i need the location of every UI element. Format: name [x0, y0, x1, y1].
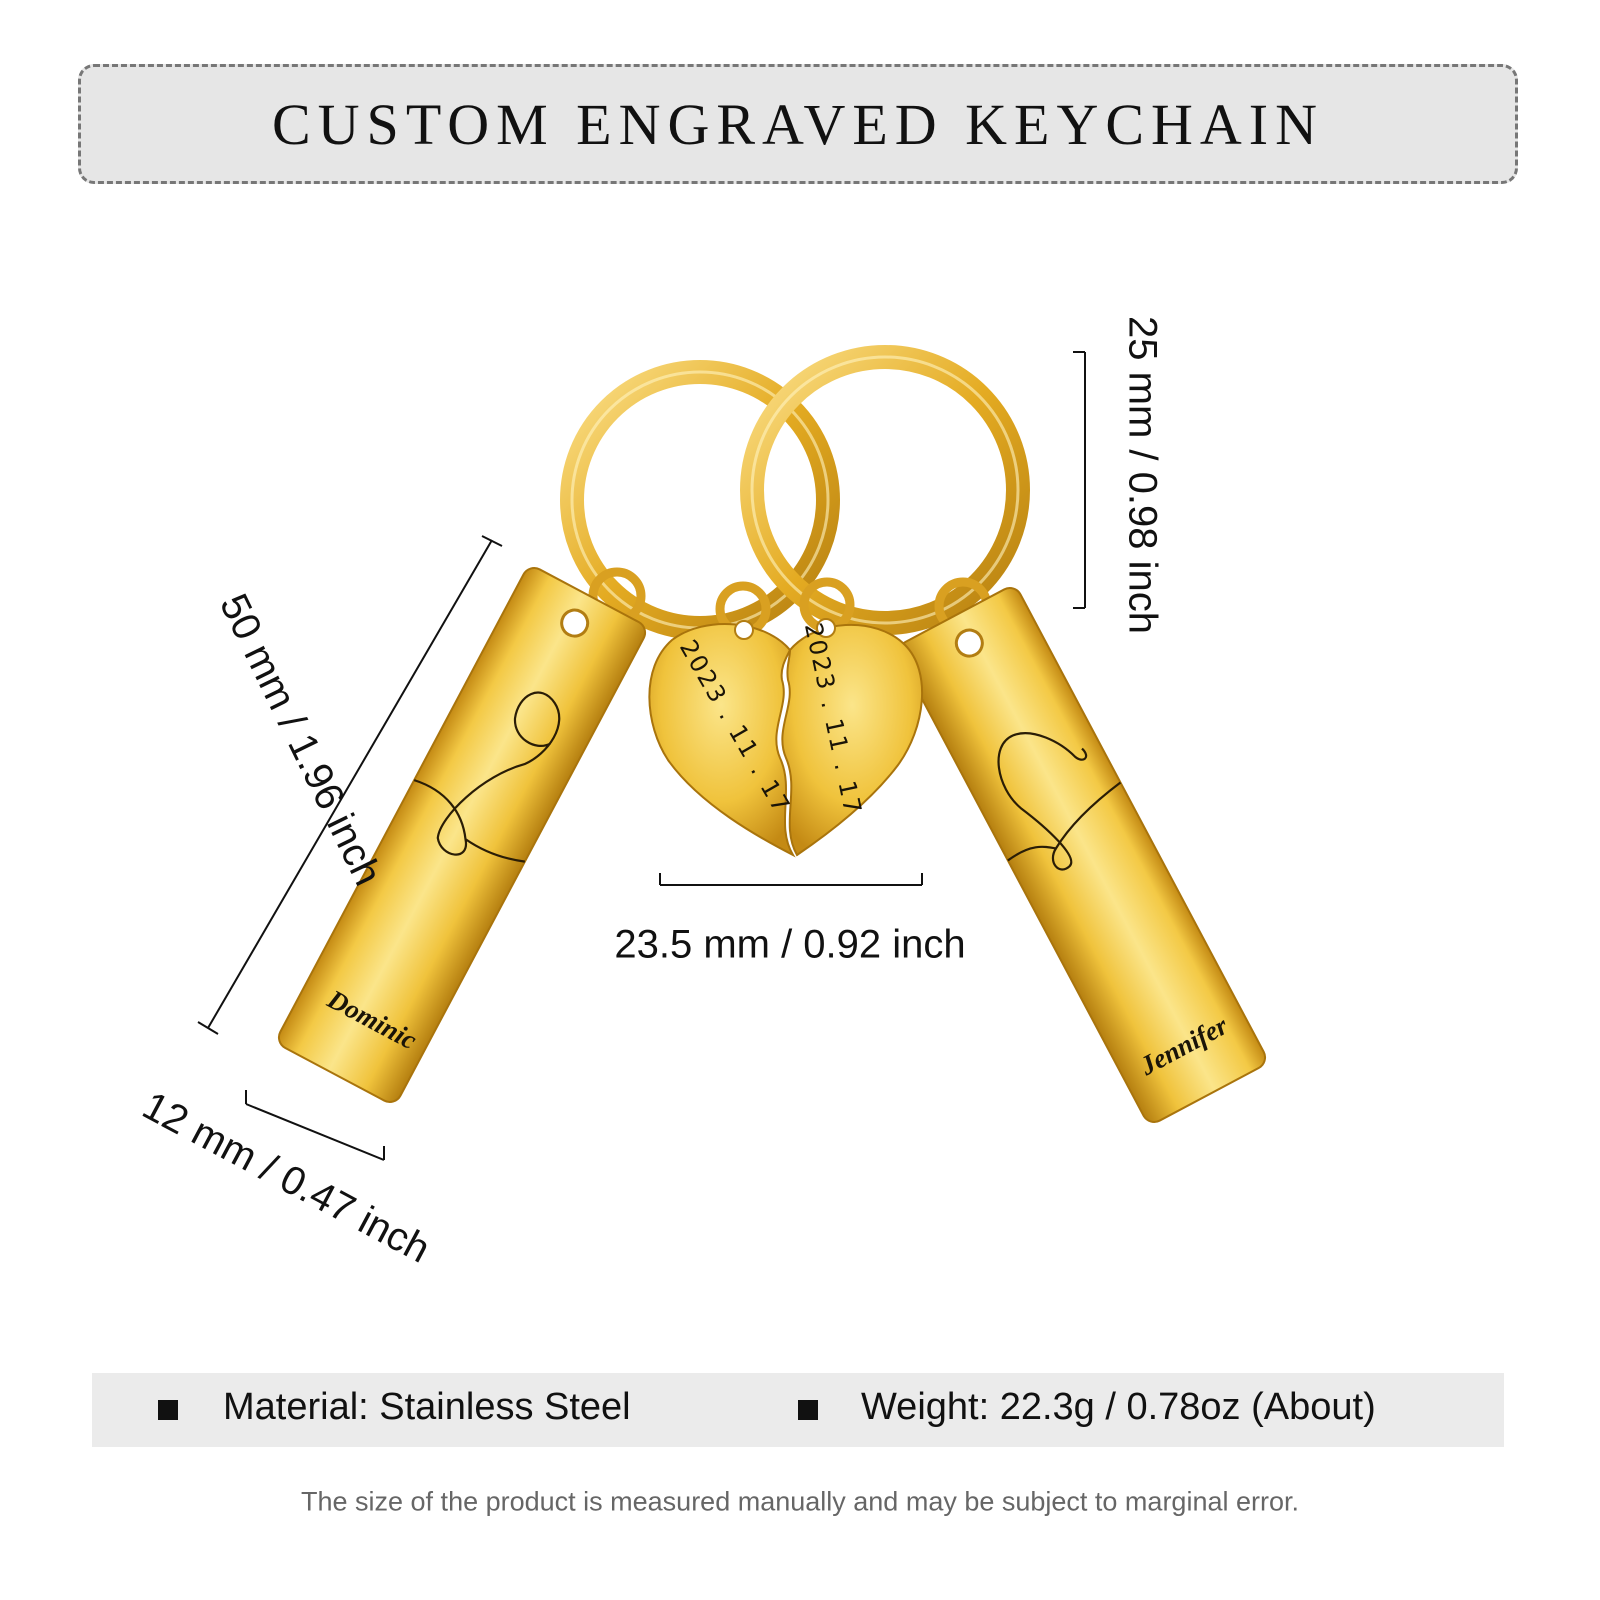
square-bullet-icon [798, 1400, 818, 1420]
dimension-line-bar-width [245, 1090, 385, 1161]
square-bullet-icon [158, 1400, 178, 1420]
heart-width-label: 23.5 mm / 0.92 inch [614, 922, 966, 967]
bar-pendant-left [277, 567, 647, 1103]
dimension-line-bar-length [197, 535, 503, 1035]
dimension-line-heart-width [659, 873, 923, 886]
bar-pendant-right [897, 587, 1267, 1123]
disclaimer-text: The size of the product is measured manu… [301, 1486, 1299, 1517]
dimension-line-ring [1073, 351, 1086, 609]
line-art-left [413, 691, 561, 863]
heart-left-half [648, 623, 796, 858]
material-spec: Material: Stainless Steel [223, 1386, 631, 1428]
heart-pendant [648, 618, 924, 858]
specs-bar: Material: Stainless Steel Weight: 22.3g … [92, 1373, 1504, 1447]
page-title: CUSTOM ENGRAVED KEYCHAIN [271, 91, 1325, 157]
heart-right-half [781, 624, 924, 857]
key-ring-right-shine [750, 355, 1020, 625]
weight-spec: Weight: 22.3g / 0.78oz (About) [861, 1386, 1376, 1428]
title-banner: CUSTOM ENGRAVED KEYCHAIN [78, 64, 1518, 184]
line-art-right [997, 732, 1122, 871]
ring-diameter-label: 25 mm / 0.98 inch [1120, 316, 1165, 634]
